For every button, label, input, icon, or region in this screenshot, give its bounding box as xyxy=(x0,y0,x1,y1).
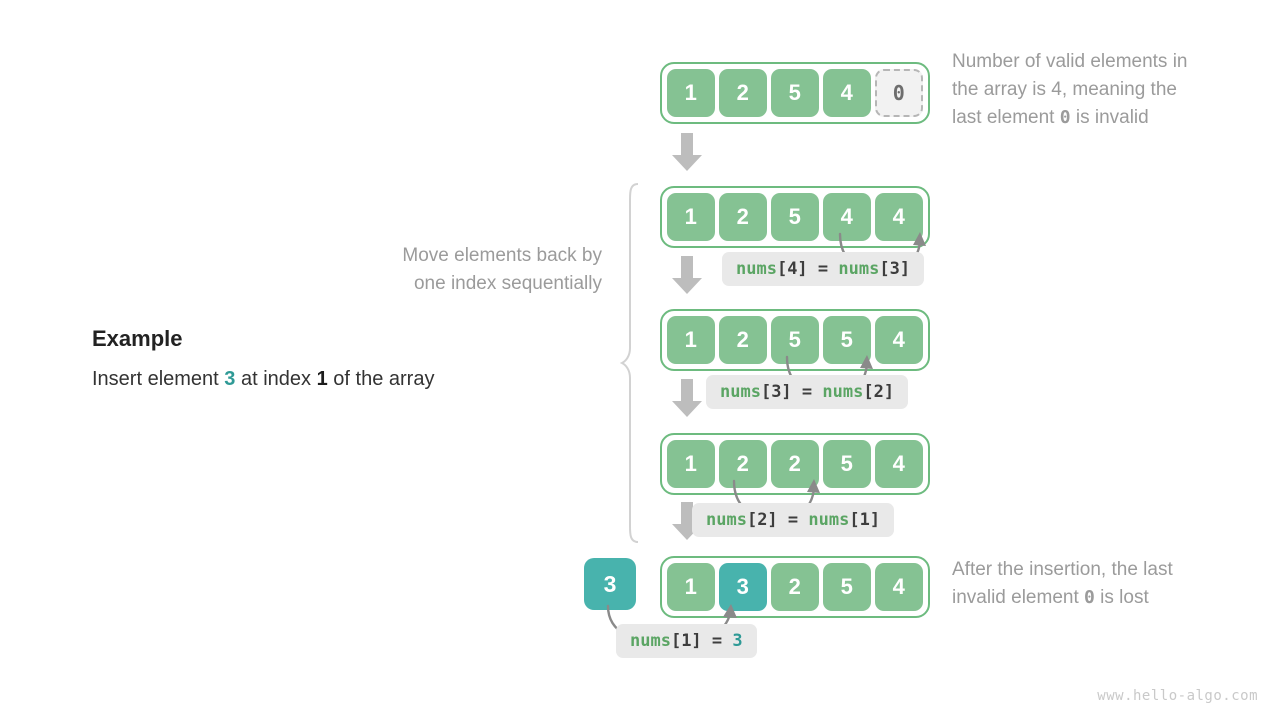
array-cell: 4 xyxy=(875,440,923,488)
array-cell: 5 xyxy=(771,316,819,364)
note-line: Number of valid elements in xyxy=(952,51,1188,72)
array-row-final: 1 3 2 5 4 xyxy=(660,556,930,618)
array-cell: 1 xyxy=(667,69,715,117)
note-line: invalid element 0 is lost xyxy=(952,584,1173,612)
insert-value: 3 xyxy=(603,570,617,597)
array-cell: 1 xyxy=(667,193,715,241)
array-cell: 4 xyxy=(875,563,923,611)
array-cell: 4 xyxy=(875,316,923,364)
example-description: Insert element 3 at index 1 of the array xyxy=(92,368,434,391)
note-line: After the insertion, the last xyxy=(952,559,1173,580)
array-cell: 2 xyxy=(771,440,819,488)
code-label-nums4: nums[4] = nums[3] xyxy=(722,252,925,286)
array-cell: 1 xyxy=(667,440,715,488)
example-title: Example xyxy=(92,326,183,351)
code-label-nums1: nums[1] = 3 xyxy=(616,624,757,658)
array-cell: 5 xyxy=(823,316,871,364)
code-idx: [3] xyxy=(879,259,911,279)
array-row-initial: 1 2 5 4 0 xyxy=(660,62,930,124)
array-cell: 5 xyxy=(823,563,871,611)
watermark: www.hello-algo.com xyxy=(1097,688,1258,704)
code-op: = xyxy=(801,382,813,402)
array-cell-invalid: 0 xyxy=(875,69,923,117)
note-line-post: is invalid xyxy=(1070,107,1149,128)
code-fn: nums xyxy=(808,510,850,530)
array-cell: 2 xyxy=(719,440,767,488)
array-cell: 4 xyxy=(823,69,871,117)
code-label-nums2: nums[2] = nums[1] xyxy=(692,503,895,537)
note-mono-zero: 0 xyxy=(1059,107,1071,128)
array-cell: 2 xyxy=(719,316,767,364)
array-cell: 2 xyxy=(719,193,767,241)
code-fn: nums xyxy=(630,631,671,651)
note-line: last element 0 is invalid xyxy=(952,104,1188,132)
note-valid-elements: Number of valid elements in the array is… xyxy=(952,48,1188,132)
code-label-nums3: nums[3] = nums[2] xyxy=(706,375,909,409)
down-arrow-icon xyxy=(670,133,704,173)
code-fn: nums xyxy=(736,259,777,279)
array-cell: 2 xyxy=(771,563,819,611)
array-cell: 1 xyxy=(667,316,715,364)
code-idx: [1] xyxy=(849,510,881,530)
note-line: one index sequentially xyxy=(413,273,602,294)
example-desc-index: 1 xyxy=(316,368,328,390)
example-desc-pre: Insert element xyxy=(92,368,225,390)
code-idx: [2] xyxy=(863,382,895,402)
array-row-shift-2: 1 2 2 5 4 xyxy=(660,433,930,495)
array-cell: 5 xyxy=(823,440,871,488)
note-move-elements: Move elements back by one index sequenti… xyxy=(330,242,602,298)
array-cell: 4 xyxy=(823,193,871,241)
example-desc-value: 3 xyxy=(224,368,236,390)
code-idx: [1] xyxy=(670,631,702,651)
array-cell: 2 xyxy=(719,69,767,117)
note-line: the array is 4, meaning the xyxy=(952,79,1177,100)
example-desc-post: of the array xyxy=(327,368,435,390)
note-mono-zero: 0 xyxy=(1084,587,1095,608)
note-line-pre: last element xyxy=(952,107,1060,128)
array-cell: 5 xyxy=(771,193,819,241)
note-line-pre: invalid element xyxy=(952,587,1085,608)
note-line-post: is lost xyxy=(1094,587,1149,608)
code-fn: nums xyxy=(720,382,761,402)
down-arrow-icon xyxy=(670,256,704,296)
array-cell: 1 xyxy=(667,563,715,611)
grouping-brace xyxy=(619,182,642,544)
note-after-insertion: After the insertion, the last invalid el… xyxy=(952,556,1173,612)
note-line: Move elements back by xyxy=(402,245,602,266)
code-fn: nums xyxy=(838,259,880,279)
array-row-shift-3: 1 2 5 5 4 xyxy=(660,309,930,371)
insert-value-box: 3 xyxy=(584,558,636,610)
code-fn: nums xyxy=(706,510,747,530)
code-idx: [2] xyxy=(746,510,778,530)
array-cell: 4 xyxy=(875,193,923,241)
code-op: = xyxy=(817,259,829,279)
array-row-shift-4: 1 2 5 4 4 xyxy=(660,186,930,248)
code-fn: nums xyxy=(822,382,864,402)
code-op: = xyxy=(787,510,799,530)
code-idx: [3] xyxy=(760,382,792,402)
code-op: = xyxy=(711,631,723,651)
array-cell: 5 xyxy=(771,69,819,117)
down-arrow-icon xyxy=(670,379,704,419)
code-idx: [4] xyxy=(776,259,808,279)
array-cell-inserted: 3 xyxy=(719,563,767,611)
example-desc-mid: at index xyxy=(235,368,317,390)
code-value: 3 xyxy=(732,631,743,651)
